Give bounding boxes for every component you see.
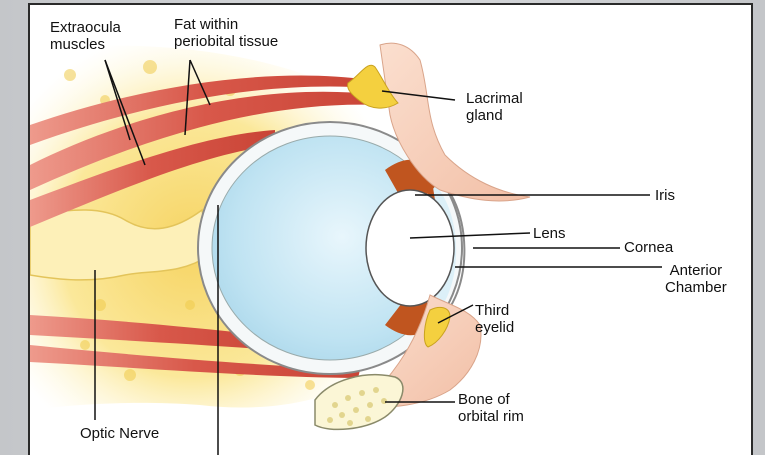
label-fat: Fat within periobital tissue	[174, 16, 278, 50]
label-iris: Iris	[655, 187, 675, 204]
eye-anatomy-figure: Extraocula muscles Fat within periobital…	[28, 3, 753, 455]
label-lens: Lens	[533, 225, 566, 242]
lens	[366, 190, 454, 306]
label-extraocular-muscles: Extraocula muscles	[50, 19, 121, 53]
label-third-eyelid: Third eyelid	[475, 302, 514, 336]
label-cornea: Cornea	[624, 239, 673, 256]
label-bone-orbital-rim: Bone of orbital rim	[458, 391, 524, 425]
eye-diagram-svg	[30, 5, 753, 455]
label-lacrimal-gland: Lacrimal gland	[466, 90, 523, 124]
label-optic-nerve: Optic Nerve	[80, 425, 159, 442]
label-anterior-chamber: Anterior Chamber	[665, 262, 727, 296]
